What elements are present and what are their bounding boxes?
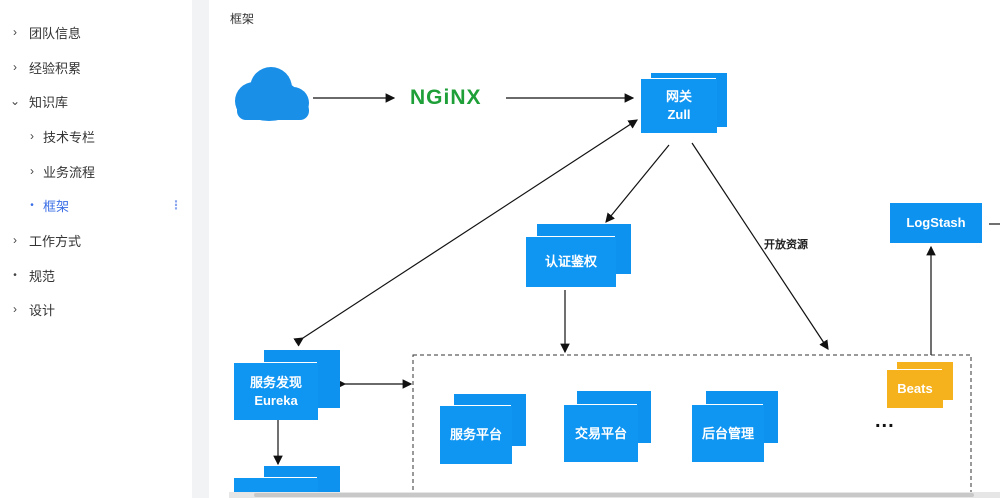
sidebar-item-tech-column[interactable]: › 技术专栏 <box>0 119 192 153</box>
open-resources-label: 开放资源 <box>764 239 808 251</box>
ellipsis-text: ... <box>875 410 895 432</box>
sidebar-item-label: 框架 <box>43 198 70 214</box>
sidebar-item-label: 经验积累 <box>29 60 82 76</box>
logstash-label: LogStash <box>906 215 966 230</box>
beats-label: Beats <box>897 381 933 396</box>
auth-box: 认证鉴权 <box>526 237 616 287</box>
beats-box: Beats <box>887 370 943 408</box>
service-platform-label: 服务平台 <box>449 427 502 442</box>
auth-label: 认证鉴权 <box>544 254 597 269</box>
arrow-gateway-services <box>691 142 829 351</box>
sidebar-item-label: 工作方式 <box>29 233 82 249</box>
chevron-right-icon: › <box>30 129 34 143</box>
sidebar-item-knowledge-base[interactable]: ⌄ 知识库 <box>0 84 192 118</box>
sidebar-item-label: 技术专栏 <box>43 129 96 145</box>
page-title: 框架 <box>230 12 255 26</box>
admin-box: 后台管理 <box>692 405 764 462</box>
sidebar-item-team-info[interactable]: › 团队信息 <box>0 15 192 49</box>
nginx-logo: NGiNX <box>410 86 482 109</box>
sidebar-item-label: 团队信息 <box>29 25 82 41</box>
eureka-box: 服务发现 Eureka <box>234 363 318 420</box>
chevron-down-icon: ⌄ <box>10 94 21 108</box>
sidebar-item-label: 设计 <box>29 302 56 318</box>
sidebar-item-label: 业务流程 <box>43 164 96 180</box>
sidebar-item-framework[interactable]: • 框架 ⋮ <box>0 188 192 222</box>
scrollbar-thumb[interactable] <box>254 493 974 497</box>
chevron-right-icon: › <box>13 302 17 316</box>
arrow-gateway-eureka <box>293 119 639 347</box>
sidebar-item-label: 规范 <box>29 268 56 284</box>
chevron-right-icon: › <box>13 60 17 74</box>
service-platform-box: 服务平台 <box>440 406 512 464</box>
gateway-label: 网关 <box>665 89 692 104</box>
chevron-right-icon: › <box>30 164 34 178</box>
gateway-box: 网关 Zull <box>641 79 717 133</box>
sidebar-item-experience[interactable]: › 经验积累 <box>0 50 192 84</box>
chevron-right-icon: › <box>13 25 17 39</box>
trade-platform-box: 交易平台 <box>564 405 638 462</box>
sidebar-item-standards[interactable]: • 规范 <box>0 258 192 292</box>
admin-label: 后台管理 <box>701 425 754 441</box>
bullet-icon: • <box>30 199 34 211</box>
bullet-icon: • <box>13 269 17 281</box>
eureka-sublabel: Eureka <box>254 392 298 408</box>
sidebar-divider[interactable] <box>192 0 209 498</box>
logstash-box: LogStash <box>890 203 982 243</box>
sidebar-item-work-mode[interactable]: › 工作方式 <box>0 223 192 257</box>
more-vertical-icon[interactable]: ⋮ <box>170 198 182 212</box>
main-content: 框架 NGiNX 网关 Zull <box>209 0 1000 498</box>
cloud-icon <box>235 67 309 121</box>
trade-platform-label: 交易平台 <box>574 425 627 441</box>
sidebar-item-design[interactable]: › 设计 <box>0 292 192 326</box>
sidebar-item-business-flow[interactable]: › 业务流程 <box>0 154 192 188</box>
services-region <box>412 354 972 498</box>
architecture-diagram <box>235 67 1000 498</box>
horizontal-scrollbar[interactable] <box>229 492 1000 498</box>
eureka-label: 服务发现 <box>249 374 302 390</box>
gateway-sublabel: Zull <box>667 107 691 122</box>
sidebar: › 团队信息 › 经验积累 ⌄ 知识库 › 技术专栏 › 业务流程 • 框架 ⋮… <box>0 0 192 498</box>
arrow-gateway-auth <box>605 144 670 223</box>
chevron-right-icon: › <box>13 233 17 247</box>
sidebar-item-label: 知识库 <box>29 94 69 110</box>
